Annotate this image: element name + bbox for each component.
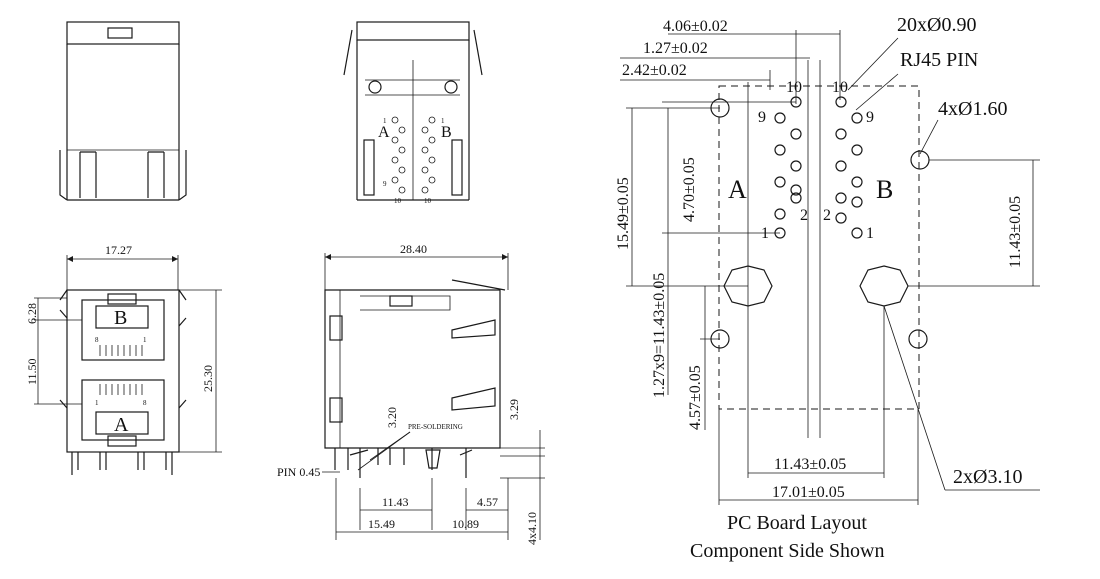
pcb-dim-15-49: 15.49±0.05: [615, 177, 632, 250]
pcb-label-a: A: [728, 175, 747, 204]
front-view-drawing: 17.27 B 8 1: [25, 243, 222, 475]
pcb-caption-2: Component Side Shown: [690, 540, 884, 562]
dim-4x4-10: 4x4.10: [525, 512, 539, 545]
port-b-contacts: [99, 345, 143, 356]
dim-11-43: 11.43: [382, 495, 409, 509]
pre-soldering-label: PRE-SOLDERING: [408, 423, 463, 431]
dim-3-20: 3.20: [385, 407, 399, 428]
pcb-dim-1-27: 1.27±0.02: [643, 40, 708, 57]
dim-3-29: 3.29: [507, 399, 521, 420]
pcb-pin-holes-b: [835, 96, 863, 239]
port-b-pin8: 8: [95, 336, 99, 344]
port-a-pin1: 1: [95, 399, 99, 407]
side-length-dim: 28.40: [400, 242, 427, 256]
pcb-hole-2x: 2xØ3.10: [953, 466, 1022, 488]
pin-view-pin10-b: 10: [424, 197, 432, 205]
pcb-pin10-b: 10: [832, 79, 848, 96]
pcb-rj45-pin: RJ45 PIN: [900, 49, 978, 71]
pin-holes-right: [421, 116, 436, 194]
pcb-dim-11-43-h: 11.43±0.05: [774, 456, 846, 473]
pin-view-label-a: A: [378, 124, 390, 141]
pcb-dim-11-43-v: 11.43±0.05: [1007, 196, 1024, 268]
large-hole-a: [723, 265, 773, 307]
pcb-label-b: B: [876, 175, 893, 204]
top-view-drawing: [59, 21, 187, 201]
pcb-hole-4x: 4xØ1.60: [938, 98, 1007, 120]
port-spacing-dim: 11.50: [25, 358, 39, 385]
pcb-dim-pitch: 1.27x9=11.43±0.05: [651, 273, 668, 398]
total-height-dim: 25.30: [201, 365, 215, 392]
side-view-drawing: 28.40 PIN 0.45 PRE-SOLDERING 3.20 3.29 4…: [277, 242, 545, 545]
pcb-hole-20x: 20xØ0.90: [897, 14, 976, 36]
port-a-label: A: [114, 414, 129, 436]
pin-holes-left: [391, 116, 406, 194]
pcb-pin1-b: 1: [866, 225, 874, 242]
pcb-pin10-a: 10: [786, 79, 802, 96]
port-a-pin8: 8: [143, 399, 147, 407]
pcb-pin9-b: 9: [866, 109, 874, 126]
dim-4-57: 4.57: [477, 495, 498, 509]
dim-10-89: 10.89: [452, 517, 479, 531]
mount-hole-bottom-right: [908, 329, 928, 349]
pin-view-label-b: B: [441, 124, 452, 141]
pcb-caption-1: PC Board Layout: [727, 512, 867, 534]
dim-15-49: 15.49: [368, 517, 395, 531]
pin-view-pin10-a: 10: [394, 197, 402, 205]
port-b-pin1: 1: [143, 336, 147, 344]
front-width-dim: 17.27: [105, 243, 132, 257]
pin-view-drawing: A B 1 1 9 10 10: [343, 21, 483, 205]
pcb-dim-2-42: 2.42±0.02: [622, 62, 687, 79]
pcb-pin-holes-a: [774, 96, 802, 239]
port-a-contacts: [99, 384, 143, 395]
pin-view-pin1-b: 1: [441, 117, 445, 125]
pcb-dim-4-06: 4.06±0.02: [663, 18, 728, 35]
pin-size-label: PIN 0.45: [277, 465, 320, 479]
pin-view-pin1-a: 1: [383, 117, 387, 125]
pcb-dim-4-57: 4.57±0.05: [687, 365, 704, 430]
large-hole-b: [859, 265, 909, 307]
pcb-layout-drawing: 4.06±0.02 1.27±0.02 2.42±0.02 20xØ0.90 R…: [615, 14, 1040, 562]
pcb-dim-4-70: 4.70±0.05: [681, 157, 698, 222]
pcb-dim-17-01: 17.01±0.05: [772, 484, 845, 501]
port-b-label: B: [114, 307, 127, 329]
pin-view-pin9-a: 9: [383, 180, 387, 188]
pcb-pin2-a: 2: [800, 207, 808, 224]
port-top-dim: 6.28: [25, 303, 39, 324]
pcb-pin1-a: 1: [761, 225, 769, 242]
pcb-pin9-a: 9: [758, 109, 766, 126]
pcb-pin2-b: 2: [823, 207, 831, 224]
